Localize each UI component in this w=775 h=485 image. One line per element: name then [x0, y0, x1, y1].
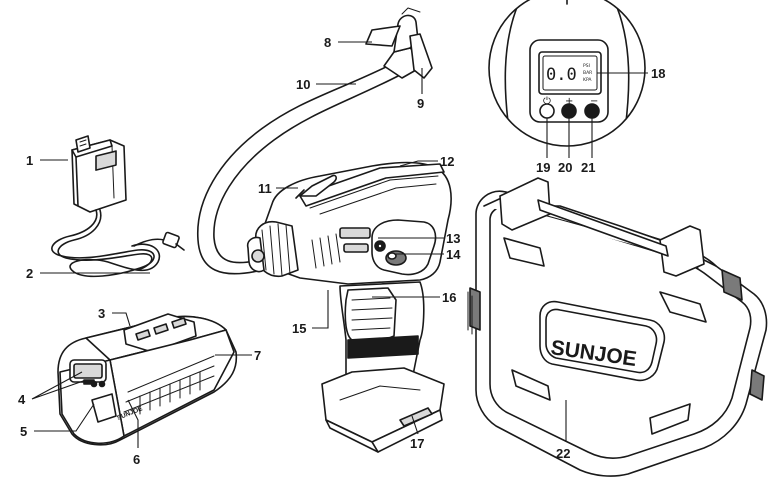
callout-1: 1 — [26, 153, 33, 168]
display-inset: 0.0 PSI BAR KPA ⏻ + − — [488, 0, 646, 147]
callout-8: 8 — [324, 35, 331, 50]
plus-symbol: + — [565, 96, 573, 107]
callout-16: 16 — [442, 290, 456, 305]
power-symbol: ⏻ — [543, 96, 551, 107]
callout-19: 19 — [536, 160, 550, 175]
callout-21: 21 — [581, 160, 595, 175]
callout-13: 13 — [446, 231, 460, 246]
carry-case: SUNJOE — [467, 177, 768, 477]
callout-12: 12 — [440, 154, 454, 169]
charger-cord — [51, 209, 185, 278]
callout-22: 22 — [556, 446, 570, 461]
battery-charger: SUNJOE — [57, 313, 238, 446]
increase-button — [561, 103, 577, 119]
display-reading: 0.0 — [546, 65, 577, 85]
callout-7: 7 — [254, 348, 261, 363]
inflator — [246, 161, 452, 453]
callout-14: 14 — [446, 247, 461, 262]
callout-18: 18 — [651, 66, 665, 81]
callout-3: 3 — [98, 306, 105, 321]
callout-6: 6 — [133, 452, 140, 467]
wall-adapter — [71, 135, 127, 213]
callout-9: 9 — [417, 96, 424, 111]
display-unit-kpa: KPA — [583, 77, 592, 83]
callout-10: 10 — [296, 77, 310, 92]
display-unit-bar: BAR — [583, 70, 592, 76]
power-button — [539, 103, 555, 119]
callout-2: 2 — [26, 266, 33, 281]
display-unit-psi: PSI — [583, 63, 590, 69]
decrease-button — [584, 103, 600, 119]
leader-lines — [31, 41, 648, 448]
callout-5: 5 — [20, 424, 27, 439]
callout-20: 20 — [558, 160, 572, 175]
callout-numbers: 1 2 3 4 5 6 7 8 9 10 11 12 13 14 15 16 1… — [18, 35, 665, 467]
callout-11: 11 — [258, 181, 272, 196]
minus-symbol: − — [590, 96, 598, 107]
callout-15: 15 — [292, 321, 306, 336]
air-chuck — [365, 7, 433, 79]
callout-4: 4 — [18, 392, 26, 407]
callout-17: 17 — [410, 436, 424, 451]
